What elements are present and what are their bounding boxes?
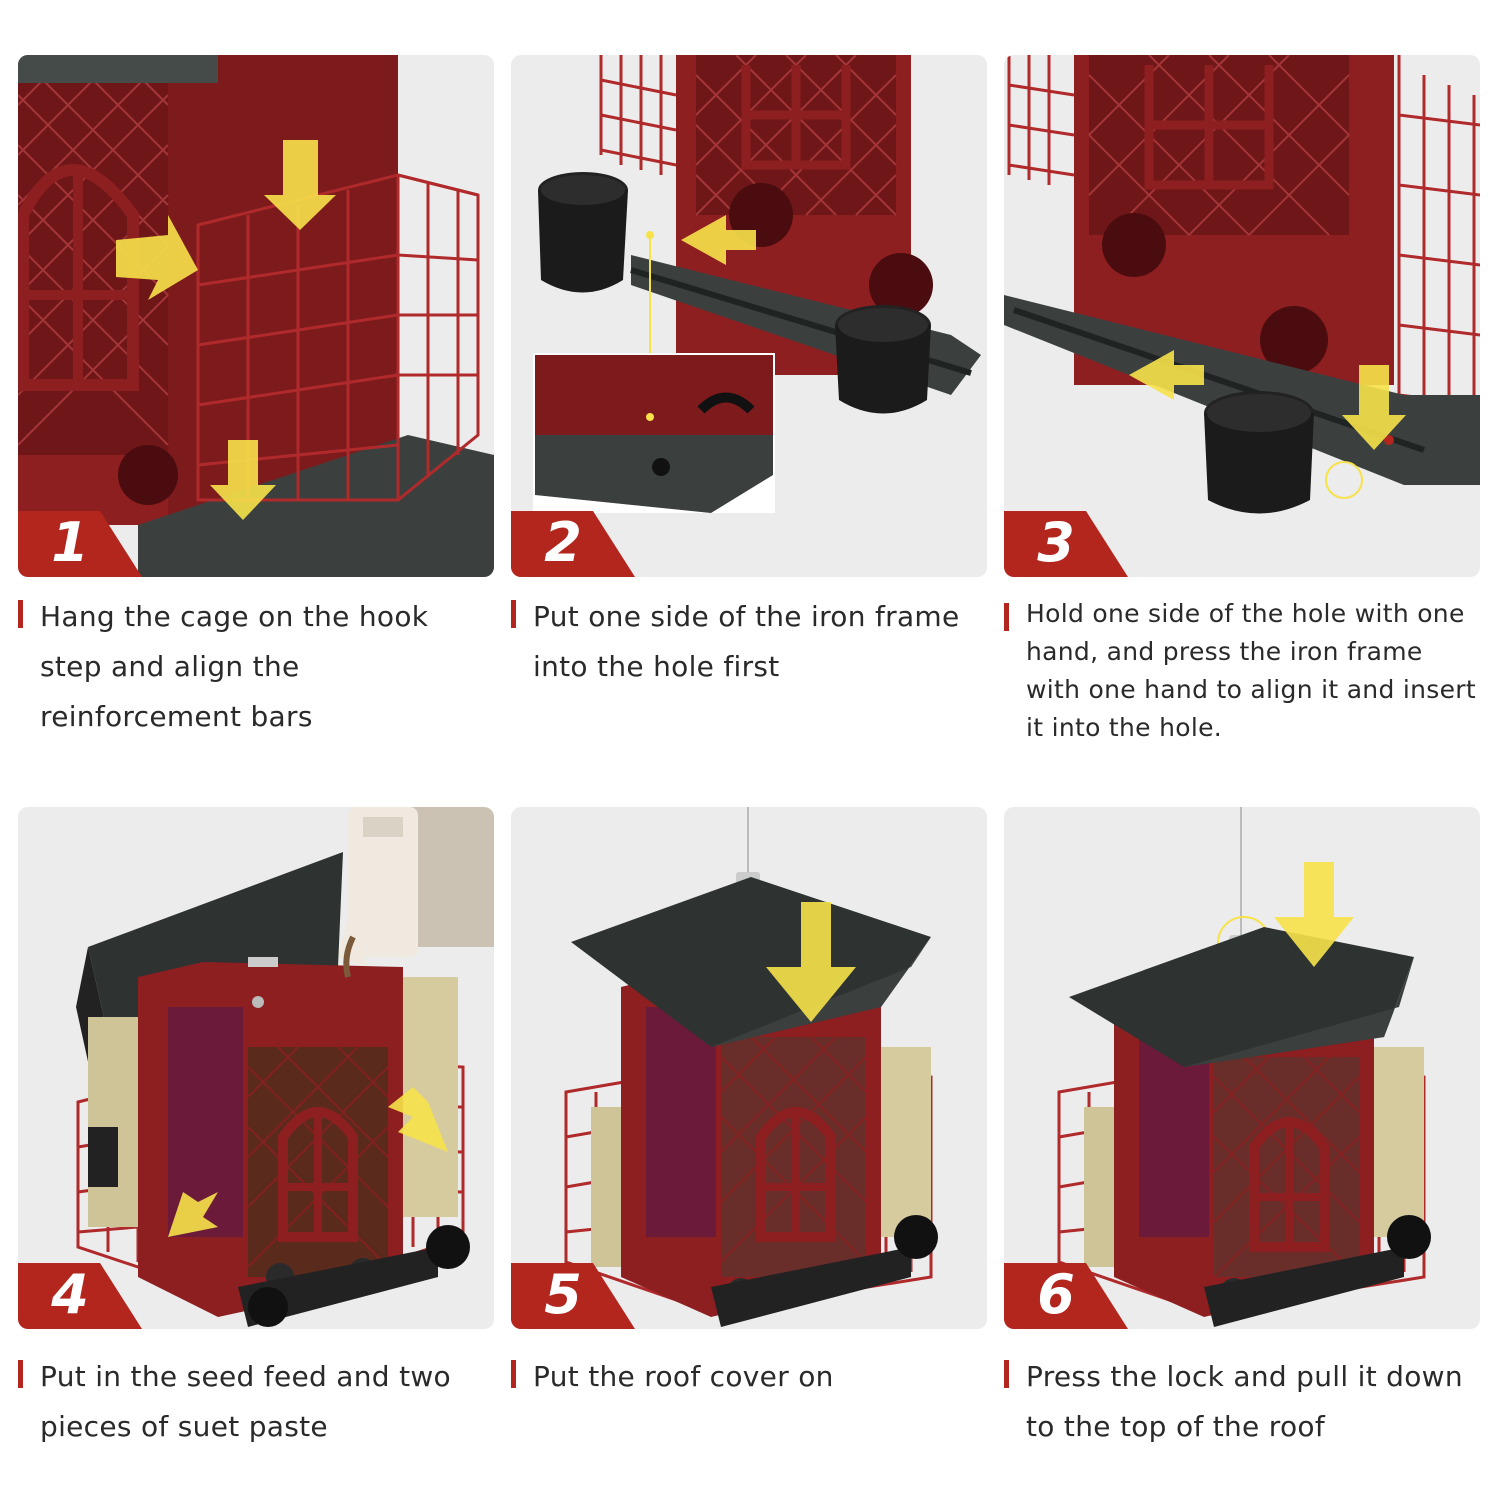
step-3-caption-text: Hold one side of the hole with one hand,… xyxy=(1026,599,1476,742)
caption-accent-bar xyxy=(18,600,23,628)
step-5-number: 5 xyxy=(544,1263,582,1326)
step-3-illustration: 3 xyxy=(1004,55,1480,577)
step-2-number-badge: 2 xyxy=(511,511,635,577)
step-5-illustration: 5 xyxy=(511,807,987,1329)
step-1-number-badge: 1 xyxy=(18,511,142,577)
step-4-number-badge: 4 xyxy=(18,1263,142,1329)
caption-accent-bar xyxy=(18,1360,23,1388)
step-5-caption-text: Put the roof cover on xyxy=(533,1360,834,1393)
step-6-illustration: 6 xyxy=(1004,807,1480,1329)
step-2-illustration: 2 xyxy=(511,55,987,577)
step-4-number: 4 xyxy=(51,1263,89,1326)
caption-accent-bar xyxy=(1004,1360,1009,1388)
step-2-number: 2 xyxy=(544,511,582,574)
step-3-number-badge: 3 xyxy=(1004,511,1128,577)
step-6-caption-text: Press the lock and pull it down to the t… xyxy=(1026,1360,1463,1443)
step-1-number: 1 xyxy=(51,511,89,574)
step-1-illustration: 1 xyxy=(18,55,494,577)
step-5-number-badge: 5 xyxy=(511,1263,635,1329)
caption-accent-bar xyxy=(1004,603,1009,631)
step-4-illustration: 4 xyxy=(18,807,494,1329)
step-3-number: 3 xyxy=(1037,511,1075,574)
caption-accent-bar xyxy=(511,1360,516,1388)
step-4-caption-text: Put in the seed feed and two pieces of s… xyxy=(40,1360,451,1443)
step-2-caption-text: Put one side of the iron frame into the … xyxy=(533,600,960,683)
caption-accent-bar xyxy=(511,600,516,628)
step-1-caption-text: Hang the cage on the hook step and align… xyxy=(40,600,429,733)
step-6-number: 6 xyxy=(1037,1263,1075,1326)
step-6-number-badge: 6 xyxy=(1004,1263,1128,1329)
